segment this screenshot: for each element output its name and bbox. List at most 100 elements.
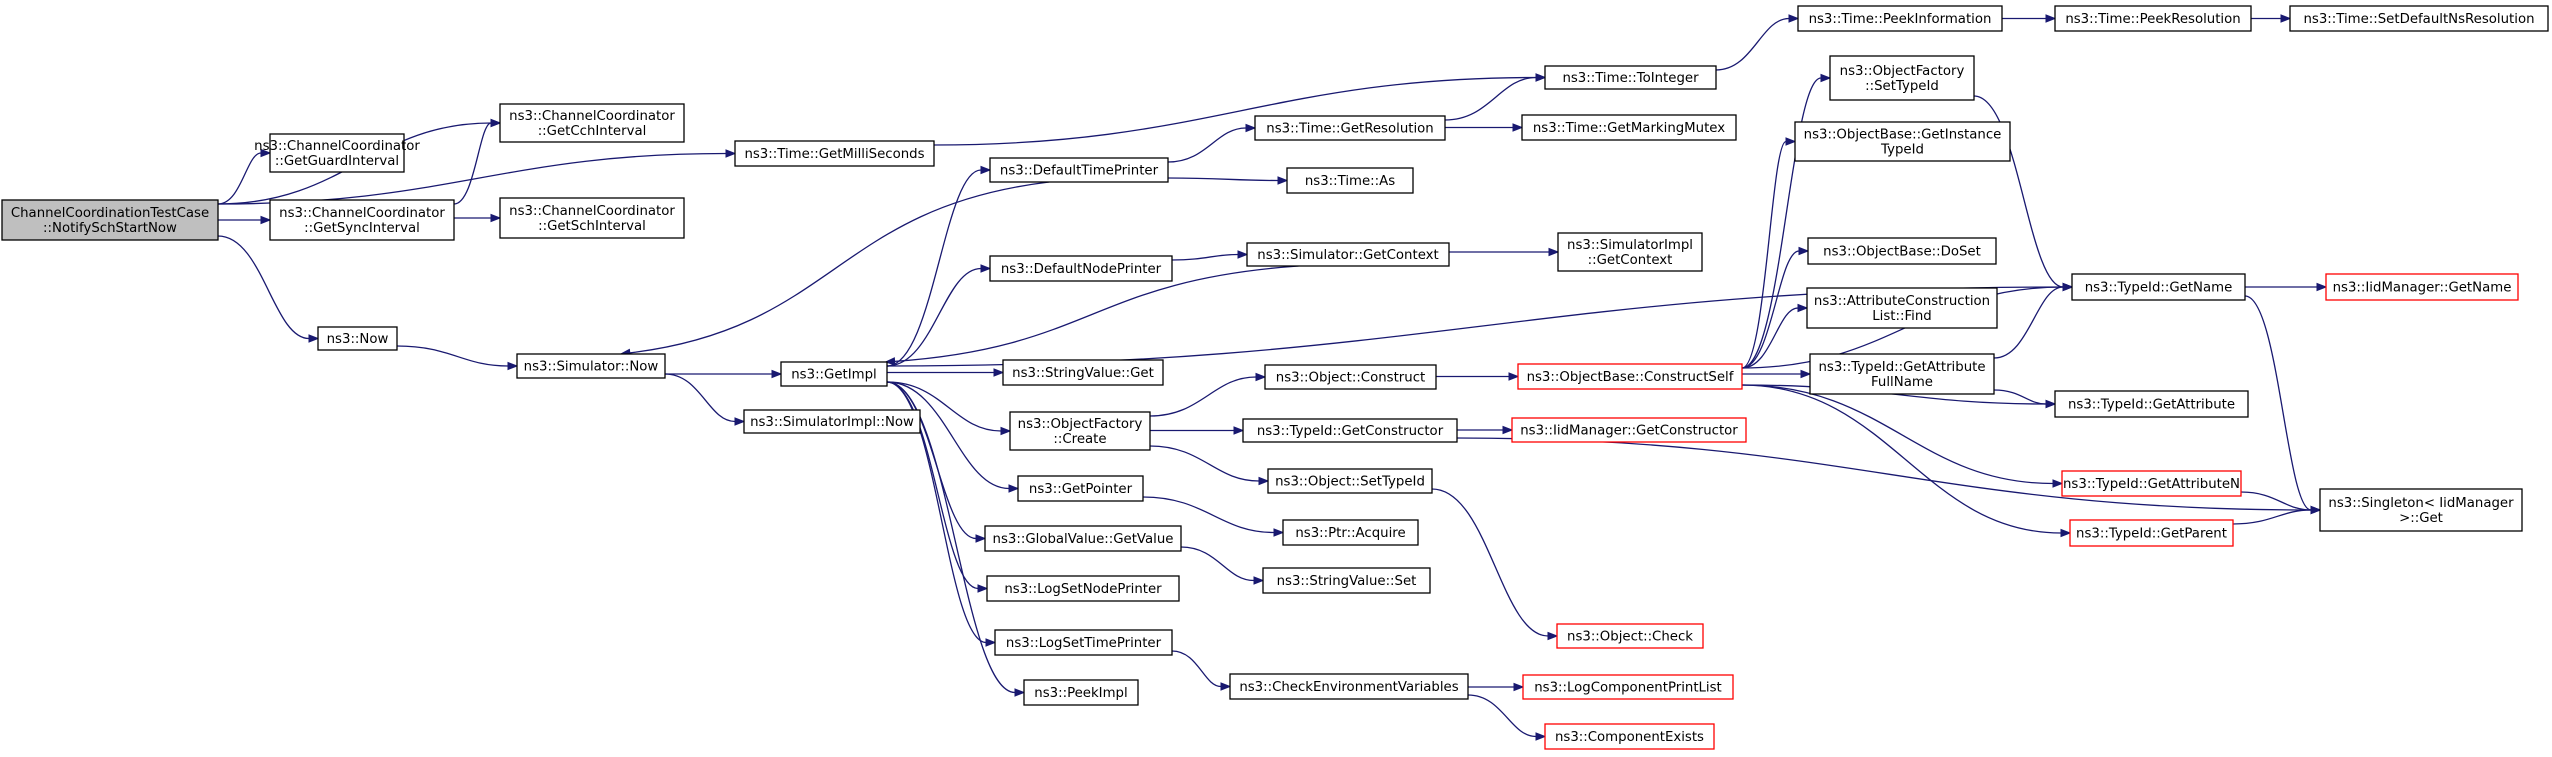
node-box[interactable] <box>1544 723 1715 750</box>
node-box[interactable] <box>1286 167 1414 194</box>
node-box[interactable] <box>1807 237 1997 265</box>
node-box[interactable] <box>1242 418 1458 443</box>
node-box[interactable] <box>986 575 1180 602</box>
node-box[interactable] <box>2289 5 2549 32</box>
node-box[interactable] <box>1521 114 1737 141</box>
node-box[interactable] <box>1809 353 1995 395</box>
node-getSyncInterval[interactable]: ns3::ChannelCoordinator::GetSyncInterval <box>269 199 455 241</box>
node-box[interactable] <box>1282 519 1419 546</box>
node-box[interactable] <box>1246 242 1450 267</box>
node-box[interactable] <box>1806 287 1998 329</box>
node-defaultTimePrinter[interactable]: ns3::DefaultTimePrinter <box>989 157 1169 183</box>
node-peekImpl[interactable]: ns3::PeekImpl <box>1023 679 1139 706</box>
node-box[interactable] <box>780 361 888 387</box>
node-box[interactable] <box>516 353 666 379</box>
node-box[interactable] <box>1017 475 1144 502</box>
node-objectSetTypeId[interactable]: ns3::Object::SetTypeId <box>1267 468 1433 494</box>
node-box[interactable] <box>499 103 685 143</box>
node-box[interactable] <box>1262 567 1431 594</box>
node-box[interactable] <box>1797 5 2003 32</box>
node-box[interactable] <box>1511 417 1747 443</box>
node-box[interactable] <box>499 197 685 239</box>
node-getGuardInterval[interactable]: ns3::ChannelCoordinator::GetGuardInterva… <box>254 133 420 173</box>
node-typeIdGetConstructor[interactable]: ns3::TypeId::GetConstructor <box>1242 418 1458 443</box>
node-checkEnvVars[interactable]: ns3::CheckEnvironmentVariables <box>1229 673 1469 700</box>
node-box[interactable] <box>1557 232 1703 272</box>
node-getImpl[interactable]: ns3::GetImpl <box>780 361 888 387</box>
node-iidMgrGetConstructor[interactable]: ns3::IidManager::GetConstructor <box>1511 417 1747 443</box>
node-stringValueGet[interactable]: ns3::StringValue::Get <box>1002 359 1164 386</box>
node-box[interactable] <box>1009 411 1151 451</box>
node-box[interactable] <box>317 326 398 351</box>
node-box[interactable] <box>984 525 1182 552</box>
node-box[interactable] <box>1829 55 1975 101</box>
node-timePeekInformation[interactable]: ns3::Time::PeekInformation <box>1797 5 2003 32</box>
node-componentExists[interactable]: ns3::ComponentExists <box>1544 723 1715 750</box>
node-box[interactable] <box>1023 679 1139 706</box>
node-box[interactable] <box>994 629 1173 656</box>
node-simImplGetContext[interactable]: ns3::SimulatorImpl::GetContext <box>1557 232 1703 272</box>
node-objBaseDoSet[interactable]: ns3::ObjectBase::DoSet <box>1807 237 1997 265</box>
node-box[interactable] <box>1229 673 1469 700</box>
node-box[interactable] <box>1544 65 1717 90</box>
node-box[interactable] <box>1517 363 1743 390</box>
node-objectCheck[interactable]: ns3::Object::Check <box>1556 623 1704 649</box>
node-logSetTimePrinter[interactable]: ns3::LogSetTimePrinter <box>994 629 1173 656</box>
node-stringValueSet[interactable]: ns3::StringValue::Set <box>1262 567 1431 594</box>
node-box[interactable] <box>1002 359 1164 386</box>
node-typeIdGetName[interactable]: ns3::TypeId::GetName <box>2071 273 2246 301</box>
node-box[interactable] <box>989 255 1173 282</box>
arrowhead <box>490 118 502 128</box>
node-box[interactable] <box>1254 115 1446 141</box>
node-simImplNow[interactable]: ns3::SimulatorImpl::Now <box>743 409 921 434</box>
node-box[interactable] <box>1794 121 2011 162</box>
node-objBaseConstructSelf[interactable]: ns3::ObjectBase::ConstructSelf <box>1517 363 1743 390</box>
node-box[interactable] <box>269 133 405 173</box>
node-timePeekResolution[interactable]: ns3::Time::PeekResolution <box>2054 5 2252 32</box>
node-box[interactable] <box>2054 5 2252 32</box>
node-objFactoryCreate[interactable]: ns3::ObjectFactory::Create <box>1009 411 1151 451</box>
node-box[interactable] <box>2061 470 2242 497</box>
node-ptrAcquire[interactable]: ns3::Ptr::Acquire <box>1282 519 1419 546</box>
node-timeSetDefaultNsResolution[interactable]: ns3::Time::SetDefaultNsResolution <box>2289 5 2549 32</box>
node-defaultNodePrinter[interactable]: ns3::DefaultNodePrinter <box>989 255 1173 282</box>
node-globalValueGetValue[interactable]: ns3::GlobalValue::GetValue <box>984 525 1182 552</box>
node-box[interactable] <box>2054 390 2249 418</box>
node-logComponentPrintList[interactable]: ns3::LogComponentPrintList <box>1522 674 1734 700</box>
node-iidMgrGetName[interactable]: ns3::IidManager::GetName <box>2325 273 2519 301</box>
node-logSetNodePrinter[interactable]: ns3::LogSetNodePrinter <box>986 575 1180 602</box>
node-getCchInterval[interactable]: ns3::ChannelCoordinator::GetCchInterval <box>499 103 685 143</box>
node-box[interactable] <box>743 409 921 434</box>
node-getSchInterval[interactable]: ns3::ChannelCoordinator::GetSchInterval <box>499 197 685 239</box>
node-box[interactable] <box>734 140 935 167</box>
node-getMilliSeconds[interactable]: ns3::Time::GetMilliSeconds <box>734 140 935 167</box>
node-timeGetResolution[interactable]: ns3::Time::GetResolution <box>1254 115 1446 141</box>
node-now[interactable]: ns3::Now <box>317 326 398 351</box>
node-box[interactable] <box>2325 273 2519 301</box>
node-box[interactable] <box>2319 488 2523 532</box>
node-timeGetMarkingMutex[interactable]: ns3::Time::GetMarkingMutex <box>1521 114 1737 141</box>
node-objFactorySetTypeId[interactable]: ns3::ObjectFactory::SetTypeId <box>1829 55 1975 101</box>
node-box[interactable] <box>989 157 1169 183</box>
node-box[interactable] <box>269 199 455 241</box>
node-box[interactable] <box>2071 273 2246 301</box>
node-timeToInteger[interactable]: ns3::Time::ToInteger <box>1544 65 1717 90</box>
node-box[interactable] <box>1522 674 1734 700</box>
node-box[interactable] <box>1264 364 1437 390</box>
node-singletonGet[interactable]: ns3::Singleton< IidManager >::Get <box>2319 488 2523 532</box>
node-typeIdGetAttributeN[interactable]: ns3::TypeId::GetAttributeN <box>2061 470 2242 497</box>
node-box[interactable] <box>1556 623 1704 649</box>
node-typeIdGetAttribute[interactable]: ns3::TypeId::GetAttribute <box>2054 390 2249 418</box>
node-getPointer[interactable]: ns3::GetPointer <box>1017 475 1144 502</box>
node-simGetContext[interactable]: ns3::Simulator::GetContext <box>1246 242 1450 267</box>
node-box[interactable] <box>1267 468 1433 494</box>
node-box[interactable] <box>2069 519 2234 547</box>
node-timeAs[interactable]: ns3::Time::As <box>1286 167 1414 194</box>
node-simNow[interactable]: ns3::Simulator::Now <box>516 353 666 379</box>
node-typeIdGetParent[interactable]: ns3::TypeId::GetParent <box>2069 519 2234 547</box>
arrowhead <box>1797 303 1809 313</box>
node-objectConstruct[interactable]: ns3::Object::Construct <box>1264 364 1437 390</box>
